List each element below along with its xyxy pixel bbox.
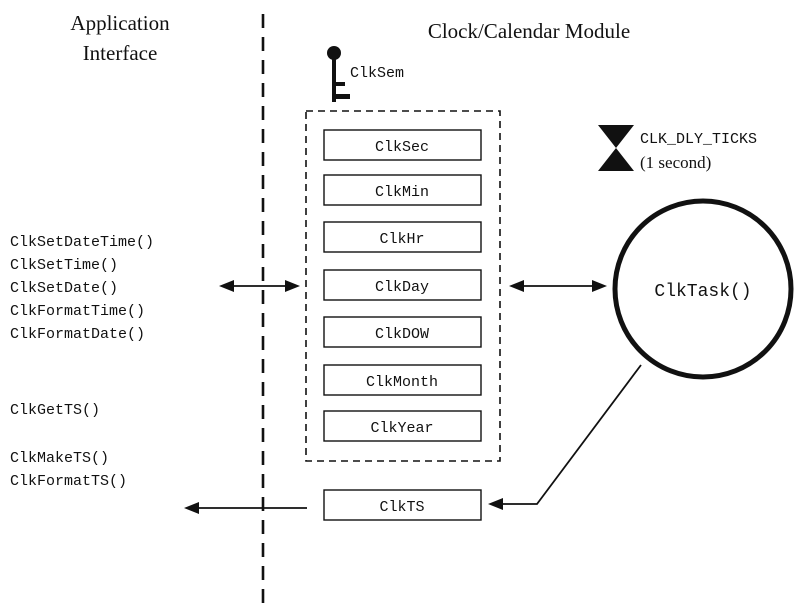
- api-function: ClkMakeTS(): [10, 450, 109, 467]
- delay-note: (1 second): [640, 153, 711, 172]
- key-icon: [327, 46, 350, 102]
- register-ClkSec: ClkSec: [323, 129, 482, 161]
- semaphore-label: ClkSem: [350, 65, 404, 82]
- task-to-timestamp-arrow: [488, 364, 642, 510]
- hourglass-icon: [598, 125, 634, 171]
- app-interface-heading-line1: Application: [70, 11, 170, 35]
- svg-text:ClkHr: ClkHr: [379, 231, 424, 248]
- clk-task-label: ClkTask(): [654, 282, 751, 302]
- register-ClkTS: ClkTS: [323, 489, 482, 521]
- svg-text:ClkMin: ClkMin: [375, 184, 429, 201]
- api-function: ClkSetTime(): [10, 257, 118, 274]
- api-function: ClkSetDate(): [10, 280, 118, 297]
- register-ClkDOW: ClkDOW: [323, 316, 482, 348]
- api-function: ClkFormatTime(): [10, 303, 145, 320]
- api-function: ClkFormatDate(): [10, 326, 145, 343]
- register-ClkDay: ClkDay: [323, 269, 482, 301]
- svg-text:ClkDOW: ClkDOW: [375, 326, 429, 343]
- api-registers-arrow: [219, 280, 300, 292]
- api-function: ClkSetDateTime(): [10, 234, 154, 251]
- app-interface-heading-line2: Interface: [83, 41, 158, 65]
- timestamp-to-api-arrow: [184, 502, 307, 514]
- module-heading: Clock/Calendar Module: [428, 19, 630, 43]
- svg-text:ClkTS: ClkTS: [379, 499, 424, 516]
- svg-text:ClkYear: ClkYear: [370, 420, 433, 437]
- time-registers-group: [305, 110, 501, 462]
- registers-task-arrow: [509, 280, 607, 292]
- api-function: ClkFormatTS(): [10, 473, 127, 490]
- clk-task-circle: [612, 198, 794, 380]
- register-ClkMonth: ClkMonth: [323, 364, 482, 396]
- delay-constant: CLK_DLY_TICKS: [640, 131, 757, 148]
- svg-text:ClkSec: ClkSec: [375, 139, 429, 156]
- register-ClkMin: ClkMin: [323, 174, 482, 206]
- register-ClkYear: ClkYear: [323, 410, 482, 442]
- register-ClkHr: ClkHr: [323, 221, 482, 253]
- svg-text:ClkDay: ClkDay: [375, 279, 429, 296]
- svg-text:ClkMonth: ClkMonth: [366, 374, 438, 391]
- api-function: ClkGetTS(): [10, 402, 100, 419]
